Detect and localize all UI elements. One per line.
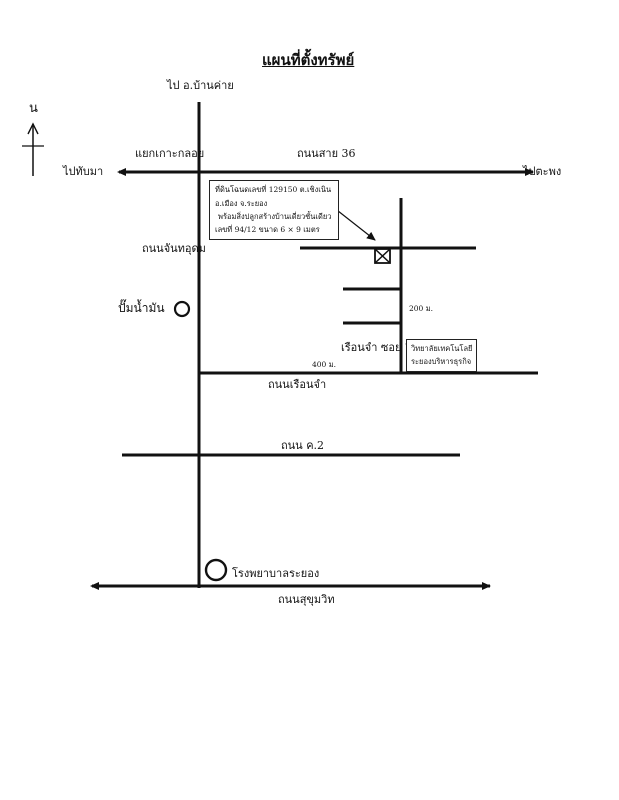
property-note-line4: เลขที่ 94/12 ขนาด 6 × 9 เมตร — [215, 225, 320, 234]
label-road-36: ถนนสาย 36 — [297, 147, 356, 160]
label-dist-200: 200 ม. — [409, 304, 434, 313]
college-note-line2: ระยองบริหารธุรกิจ — [411, 357, 472, 366]
north-label: น — [29, 101, 38, 116]
gas-station-icon — [173, 300, 191, 318]
label-gas-station: ปั๊มน้ำมัน — [118, 301, 165, 315]
property-marker-icon — [374, 248, 391, 264]
property-note-line1: ที่ดินโฉนดเลขที่ 129150 ต.เชิงเนิน — [215, 185, 332, 194]
label-sukhumvit-road: ถนนสุขุมวิท — [278, 593, 335, 606]
label-ruean-cham-soi7: เรือนจำ ซอย 7 — [341, 341, 412, 354]
label-to-ban-khai: ไป อ.บ้านค่าย — [167, 79, 234, 92]
label-dist-400: 400 ม. — [312, 360, 337, 369]
label-to-thap-ma: ไปทับมา — [63, 165, 104, 178]
label-hospital: โรงพยาบาลระยอง — [232, 567, 320, 580]
hospital-icon — [204, 558, 228, 582]
college-note-box: วิทยาลัยเทคโนโลยี ระยองบริหารธุรกิจ — [406, 339, 477, 372]
college-note-line1: วิทยาลัยเทคโนโลยี — [411, 344, 473, 353]
label-koh-kloi-junction: แยกเกาะกลอย — [135, 147, 205, 160]
label-kor2-road: ถนน ค.2 — [281, 439, 325, 452]
property-note-line2: อ.เมือง จ.ระยอง — [215, 199, 268, 208]
north-arrow-icon — [22, 122, 44, 176]
label-to-ta-phong: ไปตะพง — [523, 165, 562, 178]
label-ruean-cham-road: ถนนเรือนจำ — [268, 378, 327, 391]
property-note-line3: พร้อมสิ่งปลูกสร้างบ้านเดี่ยวชั้นเดียว — [218, 212, 332, 221]
property-note-box: ที่ดินโฉนดเลขที่ 129150 ต.เชิงเนิน อ.เมื… — [209, 180, 339, 240]
label-chanthaudom-road: ถนนจันทอุดม — [142, 242, 206, 255]
property-pointer-arrow — [332, 206, 376, 241]
map-title: แผนที่ตั้งทรัพย์ — [262, 51, 355, 69]
